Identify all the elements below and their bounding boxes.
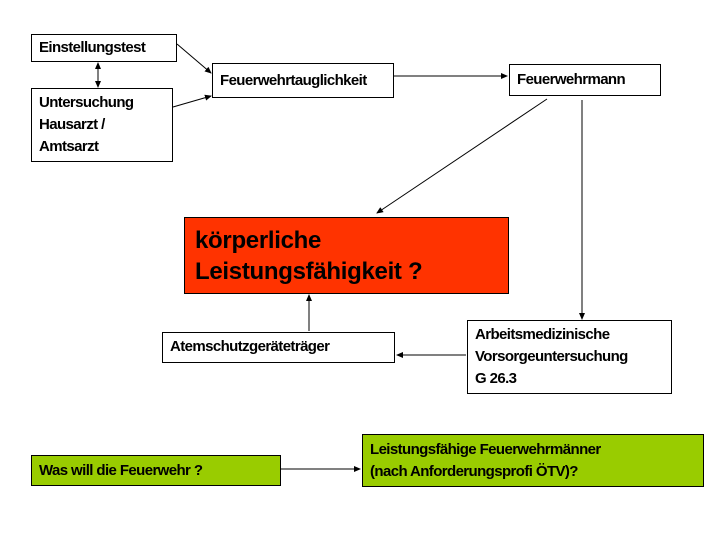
node-label: Einstellungstest — [39, 39, 146, 56]
node-untersuchung: Untersuchung Hausarzt / Amtsarzt — [31, 88, 173, 162]
arrow-einstellung-to-tauglichkeit — [176, 43, 212, 74]
node-label: Hausarzt / — [39, 116, 105, 133]
node-label: Was will die Feuerwehr ? — [39, 462, 203, 479]
node-label: Atemschutzgeräteträger — [170, 338, 330, 355]
node-label: Leistungsfähige Feuerwehrmänner — [370, 441, 601, 458]
node-label: körperliche — [195, 227, 322, 254]
node-label: Vorsorgeuntersuchung — [475, 348, 628, 365]
node-label: G 26.3 — [475, 370, 517, 387]
node-label: Untersuchung — [39, 94, 134, 111]
node-feuerwehrmann: Feuerwehrmann — [509, 64, 661, 96]
node-was-will-die-feuerwehr: Was will die Feuerwehr ? — [31, 455, 281, 486]
arrow-feuerwehrmann-to-leistung — [376, 98, 548, 214]
node-feuerwehrtauglichkeit: Feuerwehrtauglichkeit — [212, 63, 394, 98]
node-vorsorgeuntersuchung: Arbeitsmedizinische Vorsorgeuntersuchung… — [467, 320, 672, 394]
node-koerperliche-leistungsfaehigkeit: körperliche Leistungsfähigkeit ? — [184, 217, 509, 294]
node-leistungsfaehige-feuerwehrmaenner: Leistungsfähige Feuerwehrmänner (nach An… — [362, 434, 704, 487]
node-label: Feuerwehrmann — [517, 71, 626, 88]
node-einstellungstest: Einstellungstest — [31, 34, 177, 62]
node-label: Arbeitsmedizinische — [475, 326, 610, 343]
node-label: (nach Anforderungsprofi ÖTV)? — [370, 463, 578, 480]
node-atemschutzgeraetetraeger: Atemschutzgeräteträger — [162, 332, 395, 363]
node-label: Amtsarzt — [39, 138, 99, 155]
node-label: Feuerwehrtauglichkeit — [220, 72, 367, 89]
arrow-untersuchung-to-tauglichkeit — [172, 94, 212, 108]
node-label: Leistungsfähigkeit ? — [195, 258, 423, 285]
